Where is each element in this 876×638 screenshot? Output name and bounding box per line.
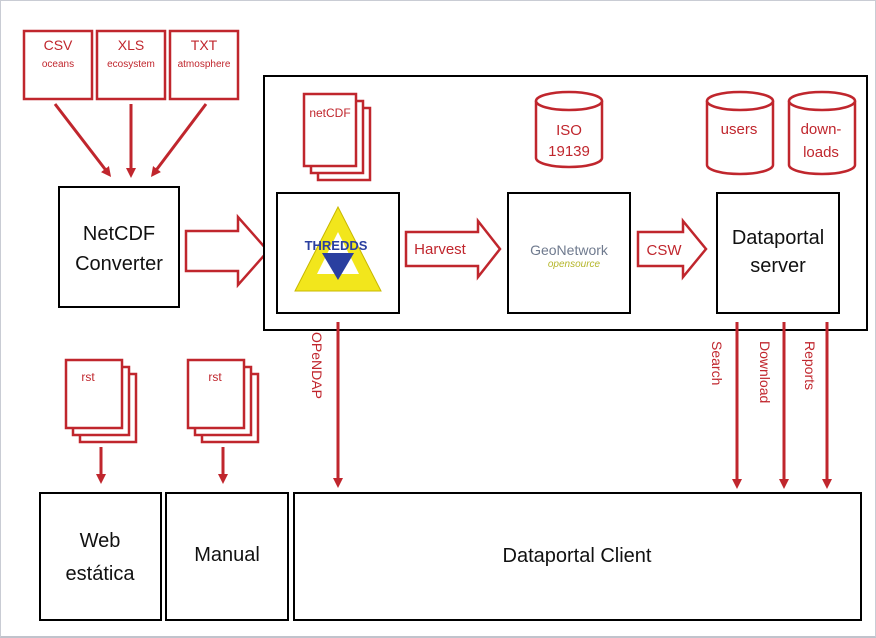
manual-box: Manual — [165, 492, 289, 621]
search-label: Search — [709, 341, 725, 385]
opendap-label: OPeNDAP — [309, 332, 325, 399]
dataportal-client-box: Dataportal Client — [293, 492, 862, 621]
source-file-xls: XLS ecosystem — [95, 29, 167, 101]
thredds-logo-text: THREDDS — [305, 238, 368, 253]
rst-documents-icon-web: rst — [64, 358, 138, 444]
downloads-database-icon: down- loads — [787, 90, 857, 176]
downloads-database-label-line1: down- — [801, 121, 842, 138]
netcdf-documents-icon: netCDF — [302, 92, 372, 182]
netcdf-converter-box: NetCDF Converter — [58, 186, 180, 308]
download-arrow: Download — [757, 322, 789, 489]
rst-documents-icon-manual: rst — [186, 358, 260, 444]
rst-label: rst — [208, 370, 222, 384]
geonetwork-logo-title: GeoNetwork — [530, 242, 609, 258]
iso-database-icon: ISO 19139 — [534, 90, 604, 169]
source-file-txt: TXT atmosphere — [168, 29, 240, 101]
thredds-logo: THREDDS — [294, 205, 382, 292]
source-domain-label: ecosystem — [107, 59, 155, 70]
harvest-label: Harvest — [414, 241, 467, 258]
reports-arrow: Reports — [802, 322, 832, 489]
users-database-label: users — [721, 121, 758, 138]
source-arrows — [53, 103, 208, 178]
downloads-database-label-line2: loads — [803, 144, 839, 161]
geonetwork-box: GeoNetwork opensource — [507, 192, 631, 314]
download-label: Download — [757, 341, 773, 403]
converter-to-thredds-arrow — [184, 213, 270, 289]
converter-label-line1: NetCDF — [83, 223, 155, 245]
iso-database-label-line2: 19139 — [548, 143, 590, 160]
thredds-box: THREDDS — [276, 192, 400, 314]
reports-label: Reports — [802, 341, 818, 390]
csw-label: CSW — [647, 242, 683, 259]
source-file-csv: CSV oceans — [22, 29, 94, 101]
dataportal-client-label: Dataportal Client — [503, 545, 652, 567]
web-estatica-box: Web estática — [39, 492, 162, 621]
web-estatica-label-line2: estática — [66, 563, 136, 585]
source-domain-label: atmosphere — [178, 59, 231, 70]
opendap-arrow: OPeNDAP — [309, 322, 343, 488]
geonetwork-logo-subtitle: opensource — [548, 259, 601, 270]
source-type-label: XLS — [118, 37, 144, 53]
rst-label: rst — [81, 370, 95, 384]
server-label-line1: Dataportal — [732, 227, 824, 249]
dataportal-server-box: Dataportal server — [716, 192, 840, 314]
source-domain-label: oceans — [42, 59, 74, 70]
netcdf-documents-label: netCDF — [309, 106, 350, 120]
source-type-label: CSV — [44, 37, 73, 53]
users-database-icon: users — [705, 90, 775, 176]
search-arrow: Search — [709, 322, 742, 489]
iso-database-label-line1: ISO — [556, 122, 582, 139]
csw-arrow: CSW — [636, 217, 708, 281]
server-label-line2: server — [750, 255, 806, 277]
manual-label: Manual — [194, 544, 260, 566]
harvest-arrow: Harvest — [404, 217, 502, 281]
converter-label-line2: Converter — [75, 253, 163, 275]
source-type-label: TXT — [191, 37, 218, 53]
web-estatica-label-line1: Web — [80, 530, 121, 552]
